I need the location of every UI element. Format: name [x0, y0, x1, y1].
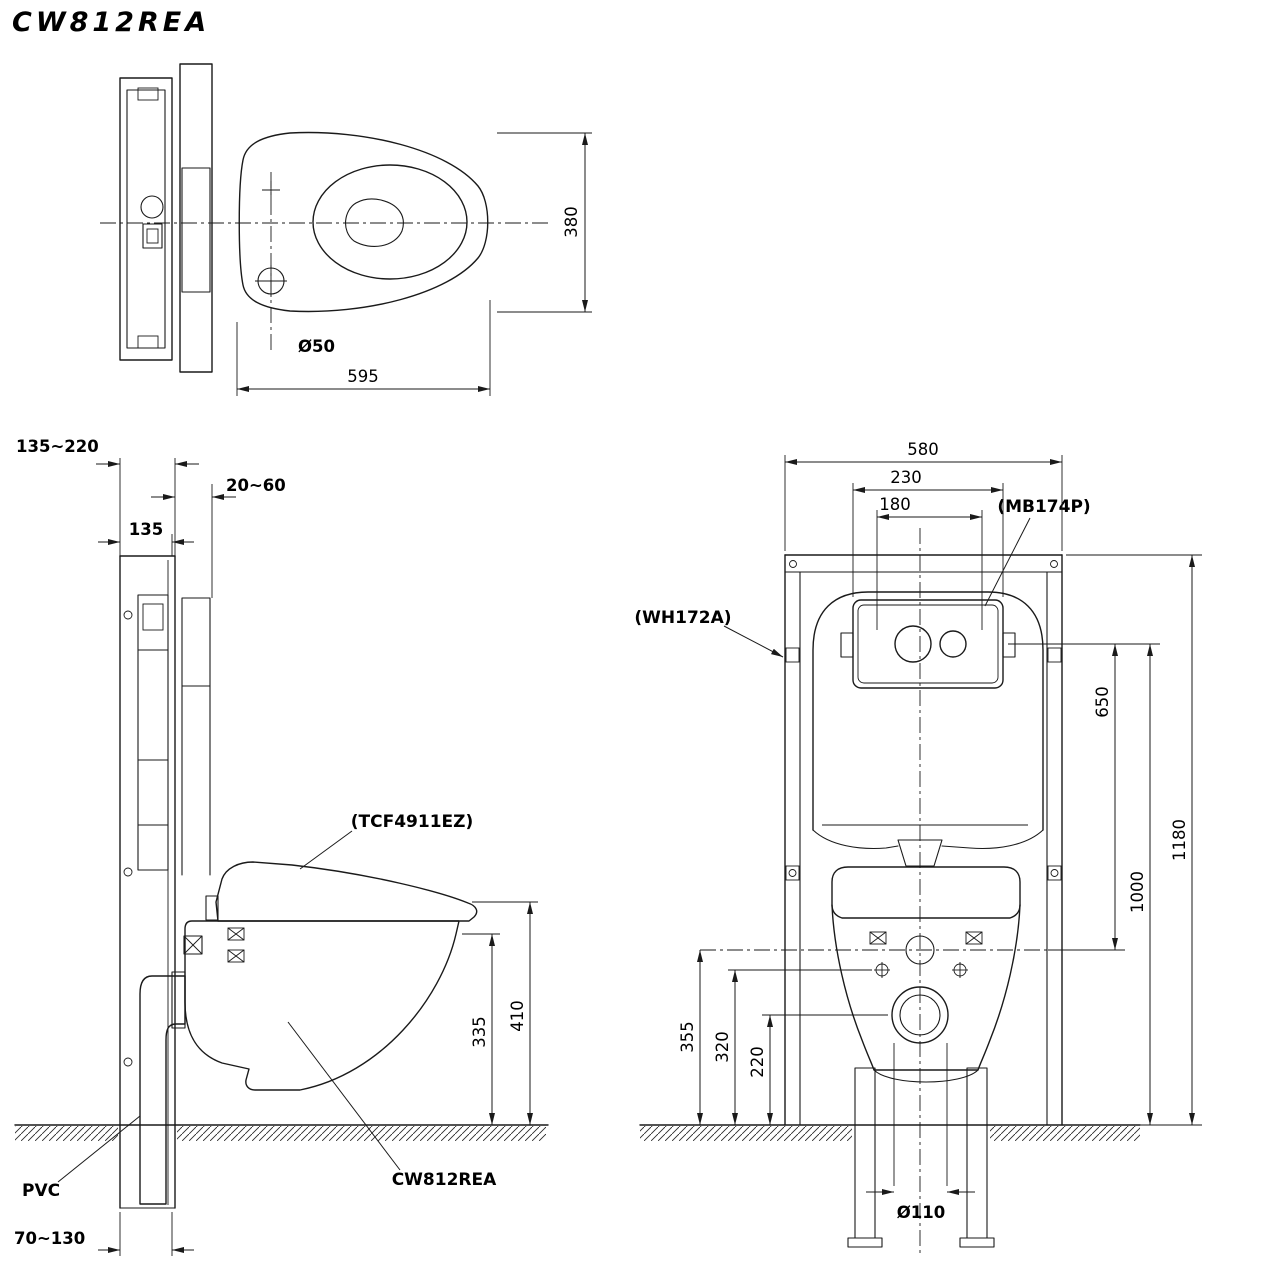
front-view-dimensions: 580 230 180 650 1000 1180 355 320	[678, 440, 1202, 1222]
outlet-flange	[891, 986, 949, 1044]
dim-wall-depth: 135~220	[16, 437, 99, 456]
front-view-bowl	[831, 866, 1021, 1186]
dim-frame-height: 1180	[1170, 819, 1189, 861]
dim-plate-width: 230	[890, 468, 922, 487]
side-view-labels: (TCF4911EZ) CW812REA PVC	[22, 812, 497, 1201]
front-view: (MB174P) (WH172A) 580 230 180 650 1000	[634, 440, 1202, 1256]
water-supply-inlet	[905, 935, 935, 965]
top-view: 380 595 Ø50	[100, 63, 592, 396]
top-view-wall-frame	[119, 63, 213, 373]
dim-top-length: 595	[347, 367, 379, 386]
label-flush-plate: (MB174P)	[997, 497, 1090, 517]
front-view-tank	[812, 591, 1044, 867]
dim-outlet-dia: Ø110	[897, 1203, 945, 1222]
dim-plate-height: 650	[1093, 686, 1112, 718]
dim-bolt-height: 320	[713, 1031, 732, 1063]
top-view-dimensions: 380 595 Ø50	[236, 132, 592, 396]
front-view-frame	[784, 554, 1063, 1126]
side-view: (TCF4911EZ) CW812REA PVC 135~220 20~60 1…	[14, 437, 549, 1256]
side-view-bowl	[184, 920, 460, 1091]
dim-supply-height: 355	[678, 1021, 697, 1053]
side-view-floor	[14, 1124, 549, 1141]
flush-button-small	[939, 630, 967, 658]
front-view-legs	[847, 1067, 995, 1248]
dim-top-width: 380	[562, 206, 581, 238]
dim-bolt-span: 180	[879, 495, 911, 514]
side-view-seat-unit	[205, 861, 478, 963]
dim-outlet-height: 220	[748, 1046, 767, 1078]
dim-outlet-offset: 70~130	[14, 1229, 85, 1248]
front-view-labels: (MB174P) (WH172A)	[634, 497, 1091, 658]
flush-button-large	[894, 625, 932, 663]
front-view-flush-plate	[840, 599, 1016, 689]
front-view-floor	[639, 1124, 1141, 1141]
top-view-toilet	[238, 131, 489, 313]
label-frame-model: (WH172A)	[634, 608, 731, 628]
dim-tank-height: 1000	[1128, 871, 1147, 913]
label-seat-unit: (TCF4911EZ)	[351, 812, 473, 832]
label-pvc-pipe: PVC	[22, 1181, 60, 1201]
dim-rim-height: 335	[470, 1016, 489, 1048]
dim-frame-width: 580	[907, 440, 939, 459]
dim-seat-height: 410	[508, 1000, 527, 1032]
stop-valve	[183, 935, 203, 955]
dim-top-hole: Ø50	[298, 337, 335, 356]
side-view-dimensions: 135~220 20~60 135 335 410 70~130	[14, 437, 538, 1256]
dim-frame-depth: 135	[129, 520, 163, 539]
dim-finish-depth: 20~60	[226, 476, 286, 495]
page-title: CW812REA	[12, 7, 210, 38]
label-bowl-model: CW812REA	[392, 1170, 497, 1190]
side-view-drain-pipe	[139, 971, 186, 1205]
